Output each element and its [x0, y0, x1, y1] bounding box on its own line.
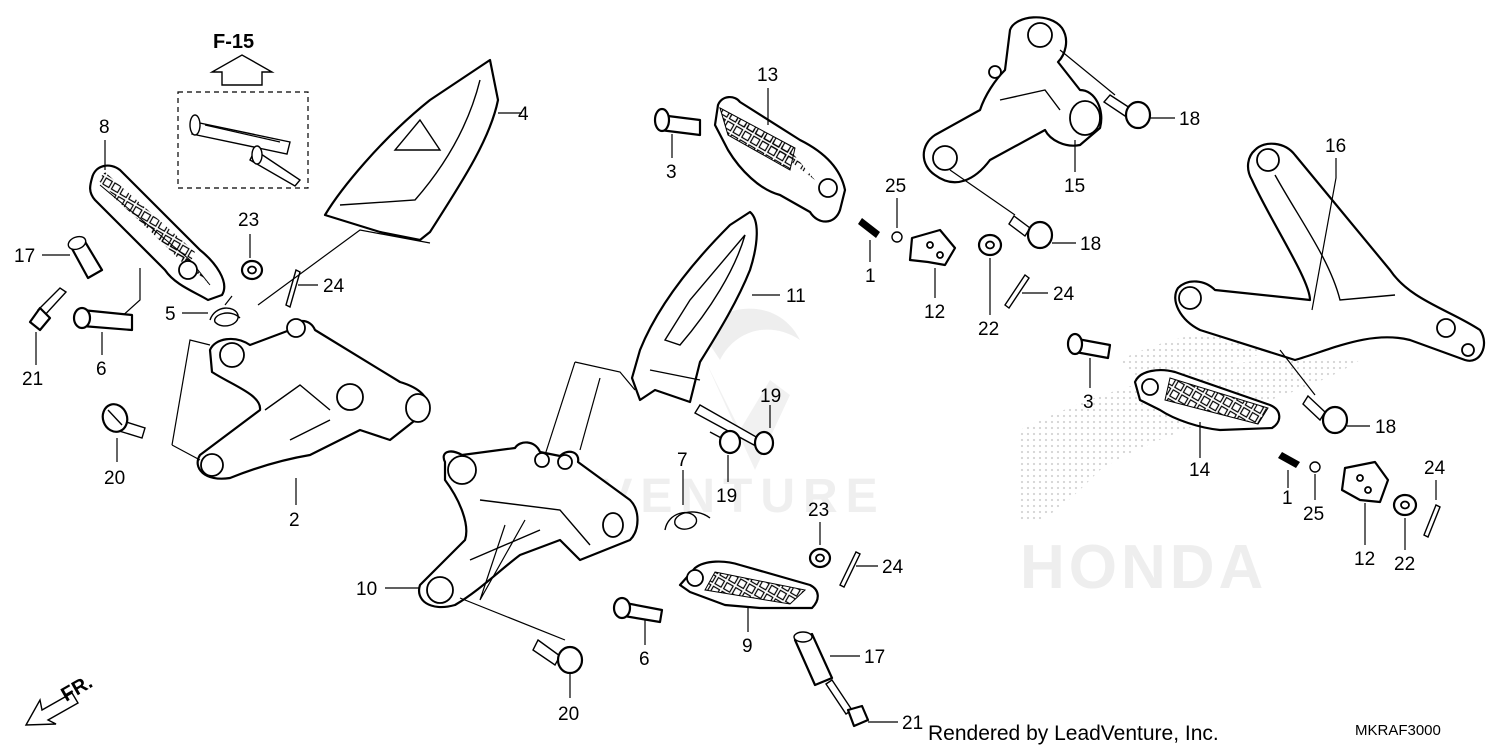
callout-20[interactable]: 20 — [104, 468, 125, 489]
washer-25-right-b[interactable] — [1309, 461, 1321, 473]
callout-12-lower[interactable]: 12 — [1354, 549, 1375, 570]
cotter-pin-24-left[interactable] — [285, 268, 301, 309]
screw-19-upper[interactable] — [694, 404, 775, 456]
pin-6-center[interactable] — [612, 596, 664, 624]
callout-6-center[interactable]: 6 — [639, 649, 650, 670]
callout-17-center[interactable]: 17 — [864, 647, 885, 668]
plate-12-right-b[interactable] — [1340, 460, 1390, 504]
bolt-21-left[interactable] — [28, 287, 68, 332]
bracket-10[interactable] — [417, 441, 639, 609]
heel-guard-left[interactable] — [323, 58, 500, 242]
callout-2[interactable]: 2 — [289, 510, 300, 531]
bracket-15[interactable] — [922, 16, 1103, 184]
screw-19-lower[interactable] — [709, 429, 742, 455]
bolt-18-upper[interactable] — [1102, 94, 1152, 130]
bolt-20-center[interactable] — [532, 638, 584, 675]
callout-7[interactable]: 7 — [677, 450, 688, 471]
callout-24[interactable]: 24 — [323, 276, 345, 297]
callout-18-upper[interactable]: 18 — [1179, 109, 1200, 130]
callout-24-center[interactable]: 24 — [882, 557, 904, 578]
ref-f15-label: F-15 — [213, 31, 254, 53]
callout-23-center[interactable]: 23 — [808, 500, 829, 521]
washer-23-center[interactable] — [808, 547, 832, 569]
cotter-pin-24-center[interactable] — [839, 551, 861, 588]
callout-20-center[interactable]: 20 — [558, 704, 579, 725]
pin-6-left[interactable] — [72, 306, 134, 332]
callout-18-lower[interactable]: 18 — [1375, 417, 1396, 438]
washer-25-right-a[interactable] — [891, 231, 903, 243]
callout-24-right-lower[interactable]: 24 — [1424, 458, 1446, 479]
callout-1-upper[interactable]: 1 — [865, 266, 876, 287]
callout-16[interactable]: 16 — [1325, 136, 1346, 157]
heel-guard-right[interactable] — [630, 210, 758, 404]
callout-10[interactable]: 10 — [356, 579, 377, 600]
credit-text: Rendered by LeadVenture, Inc. — [928, 722, 1219, 745]
callout-8[interactable]: 8 — [99, 117, 110, 138]
footpeg-13[interactable] — [713, 96, 847, 223]
callout-12-upper[interactable]: 12 — [924, 302, 945, 323]
up-arrow-icon — [209, 54, 275, 86]
reference-f15[interactable]: F-15 — [177, 31, 309, 189]
front-arrow-icon — [24, 692, 79, 726]
callout-23[interactable]: 23 — [238, 210, 259, 231]
callout-22-lower[interactable]: 22 — [1394, 554, 1415, 575]
callout-15[interactable]: 15 — [1064, 176, 1085, 197]
heel-guard-screws — [189, 114, 302, 187]
callout-13[interactable]: 13 — [757, 65, 778, 86]
plate-12-right-a[interactable] — [908, 228, 957, 267]
cotter-pin-24-right-a[interactable] — [1004, 273, 1030, 310]
spring-1-right-a[interactable] — [858, 218, 880, 238]
ref-box — [177, 91, 309, 189]
pin-3-center[interactable] — [653, 107, 702, 137]
bolt-20-left[interactable] — [99, 401, 146, 439]
washer-23-left[interactable] — [240, 259, 264, 281]
callout-18-middle[interactable]: 18 — [1080, 234, 1101, 255]
front-direction-indicator: FR. — [24, 671, 96, 726]
callout-19-upper[interactable]: 19 — [760, 386, 781, 407]
callout-22-upper[interactable]: 22 — [978, 319, 999, 340]
bracket-16[interactable] — [1174, 142, 1486, 362]
washer-22-right-b[interactable] — [1392, 493, 1418, 517]
callout-14[interactable]: 14 — [1189, 460, 1211, 481]
callout-4[interactable]: 4 — [518, 104, 529, 125]
callout-25-lower[interactable]: 25 — [1303, 504, 1324, 525]
callout-3-right[interactable]: 3 — [1083, 392, 1094, 413]
honda-watermark-text: HONDA — [1020, 533, 1267, 602]
footpeg-14[interactable] — [1133, 369, 1281, 432]
callout-5[interactable]: 5 — [165, 304, 176, 325]
bolt-21-center[interactable] — [825, 679, 870, 728]
spring-7[interactable] — [664, 511, 711, 531]
callout-21-center[interactable]: 21 — [902, 713, 923, 734]
callout-labels: 8 4 17 23 24 5 21 6 20 2 13 3 11 19 19 7… — [14, 65, 1446, 734]
pin-3-right[interactable] — [1066, 332, 1112, 360]
washer-22-right-a[interactable] — [977, 233, 1003, 257]
callout-6[interactable]: 6 — [96, 359, 107, 380]
bolt-18-lower[interactable] — [1302, 394, 1349, 435]
bracket-left[interactable] — [196, 318, 431, 480]
spring-5-left[interactable] — [209, 295, 241, 327]
callout-24-right-upper[interactable]: 24 — [1053, 284, 1075, 305]
spring-1-right-b[interactable] — [1278, 452, 1300, 468]
callout-1-lower[interactable]: 1 — [1282, 488, 1293, 509]
callout-3[interactable]: 3 — [666, 162, 677, 183]
callout-21[interactable]: 21 — [22, 369, 43, 390]
footpeg-left[interactable] — [89, 164, 226, 302]
callout-9[interactable]: 9 — [742, 636, 753, 657]
callout-17[interactable]: 17 — [14, 246, 35, 267]
callout-25-upper[interactable]: 25 — [885, 176, 906, 197]
cotter-pin-24-right-b[interactable] — [1423, 504, 1441, 538]
callout-11[interactable]: 11 — [786, 286, 806, 307]
footpeg-9[interactable] — [678, 560, 819, 610]
collar-17-center[interactable] — [793, 631, 834, 687]
bolt-18-middle[interactable] — [1008, 214, 1054, 250]
callout-19-lower[interactable]: 19 — [716, 486, 737, 507]
collar-left[interactable] — [66, 234, 104, 280]
diagram-code: MKRAF3000 — [1355, 722, 1441, 739]
